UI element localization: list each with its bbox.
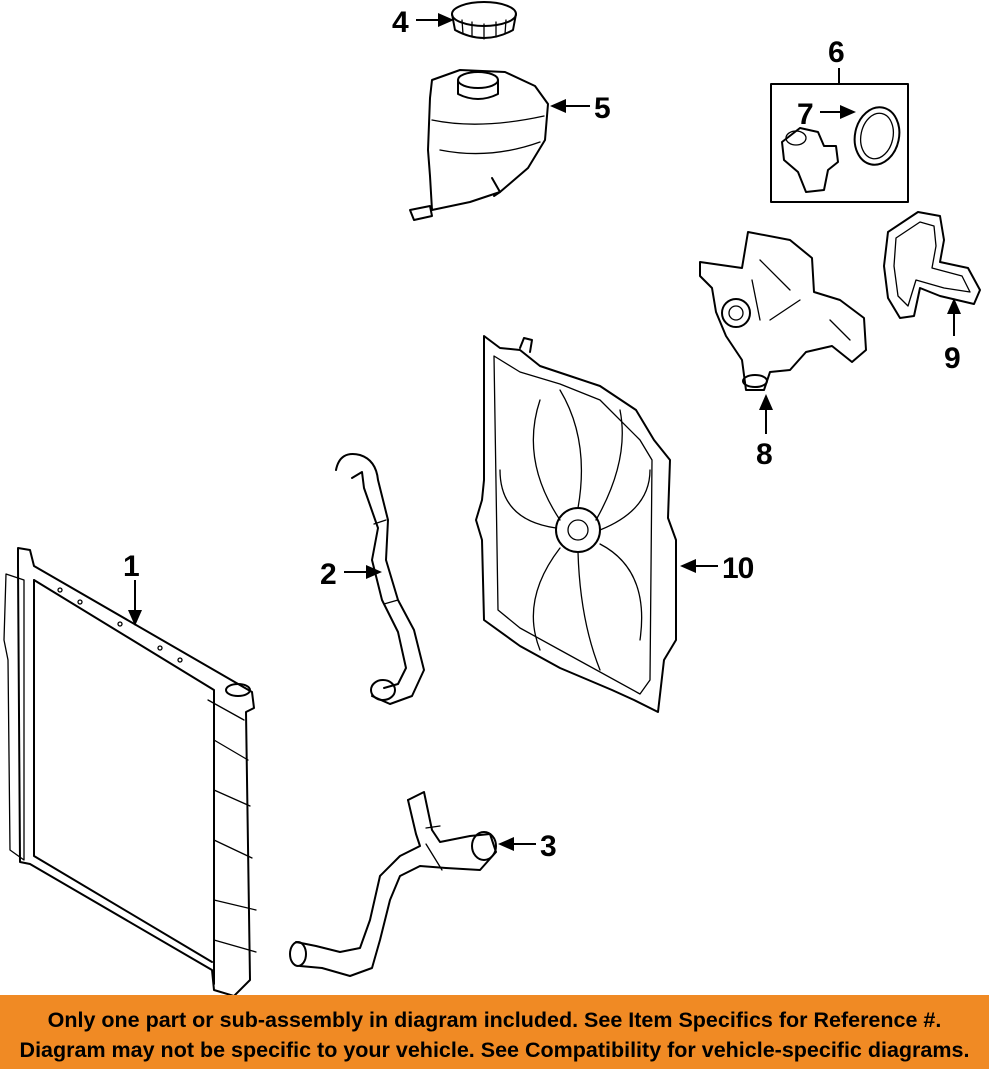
callout-labels: 1 2 3 4 5 6 7 8 9 10: [123, 6, 961, 863]
callout-7: 7: [797, 98, 813, 131]
radiator-cap-part: [451, 1, 517, 40]
lower-radiator-hose-part: [289, 791, 497, 977]
callout-2: 2: [320, 558, 336, 591]
thermostat-kit-part: [770, 83, 909, 203]
coolant-reservoir-part: [409, 69, 549, 221]
radiator-part: [3, 547, 257, 995]
callout-1: 1: [123, 550, 139, 583]
callout-6: 6: [828, 36, 844, 69]
water-pump-part: [699, 231, 867, 391]
water-pump-gasket-part: [883, 211, 981, 319]
callout-4: 4: [392, 6, 409, 39]
disclaimer-line-1: Only one part or sub-assembly in diagram…: [47, 1008, 942, 1032]
callout-5: 5: [594, 92, 610, 125]
disclaimer-line-2: Diagram may not be specific to your vehi…: [19, 1038, 970, 1062]
fan-shroud-part: [475, 335, 677, 713]
disclaimer-banner: Only one part or sub-assembly in diagram…: [0, 995, 989, 1069]
callout-3: 3: [540, 830, 556, 863]
parts-diagram: 1 2 3 4 5 6 7 8 9 10: [3, 1, 981, 995]
callout-8: 8: [756, 438, 772, 471]
callout-10: 10: [722, 552, 754, 585]
upper-radiator-hose-part: [335, 453, 425, 705]
callout-leaders: [128, 13, 961, 851]
callout-9: 9: [944, 342, 960, 375]
